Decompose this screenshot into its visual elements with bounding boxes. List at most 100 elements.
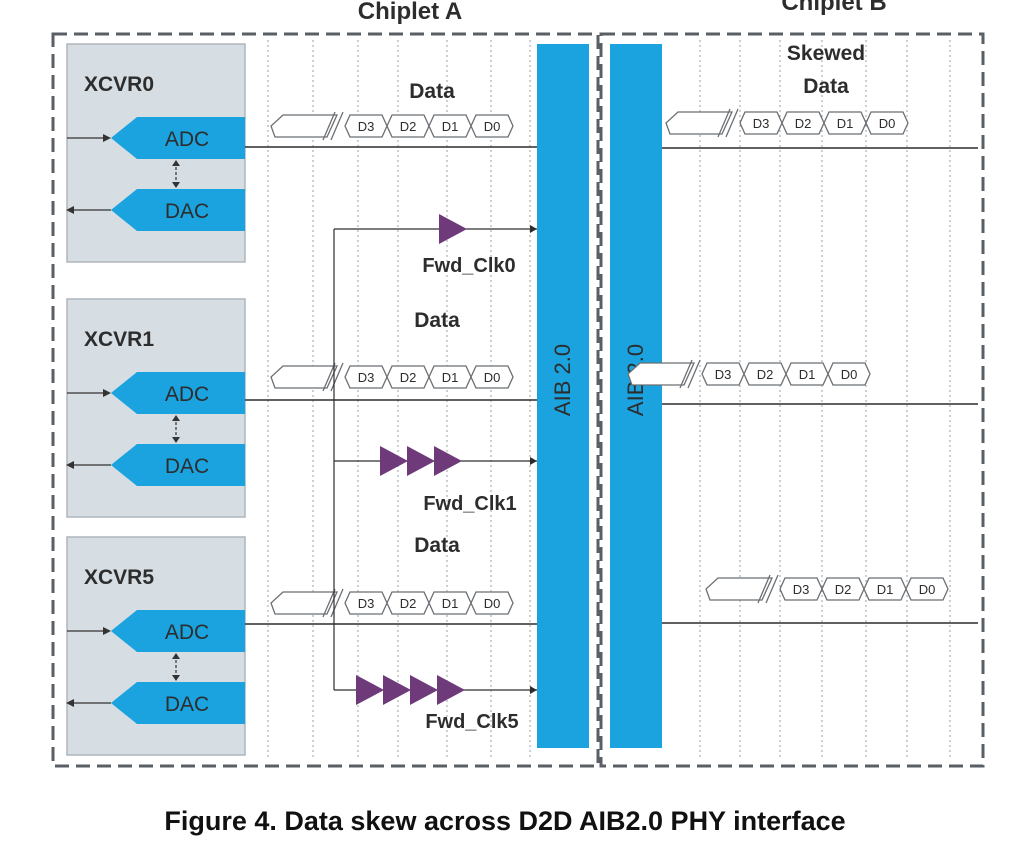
waveform-lead: [270, 365, 339, 389]
dac-label: DAC: [165, 693, 209, 716]
data-bit-label: D0: [919, 582, 936, 597]
data-bit-cell: [470, 591, 514, 615]
clock-buffer: [407, 446, 435, 476]
data-bit-label: D2: [400, 370, 417, 385]
waveform-lead: [665, 111, 734, 135]
data-bit-label: D0: [841, 367, 858, 382]
aib-label-chiplet-a: AIB 2.0: [550, 344, 575, 416]
xcvr-label: XCVR1: [84, 328, 154, 351]
data-bit-label: D3: [753, 116, 770, 131]
waveform-break: [757, 574, 771, 604]
link-arrow-down: [172, 182, 180, 188]
adc-label: ADC: [165, 621, 209, 644]
data-bit-label: D1: [837, 116, 854, 131]
clock-buffer: [439, 214, 467, 244]
data-bit-label: D3: [358, 119, 375, 134]
data-bit-label: D3: [715, 367, 732, 382]
data-bit-label: D2: [400, 119, 417, 134]
waveform-break: [330, 362, 344, 392]
chiplet-a-boundary: [51, 32, 600, 768]
adc-label: ADC: [165, 128, 209, 151]
data-bit-label: D1: [799, 367, 816, 382]
data-bit-label: D2: [400, 596, 417, 611]
clock-arrow: [530, 457, 537, 465]
adc-block: [111, 117, 245, 159]
dac-output-arrow: [66, 206, 74, 214]
data-waveform: D3 D2 D1 D0: [705, 574, 949, 604]
waveform-break: [330, 111, 344, 141]
figure-caption: Figure 4. Data skew across D2D AIB2.0 PH…: [164, 806, 846, 836]
chiplet-b-title: Chiplet B: [781, 0, 886, 16]
clock-arrow: [530, 686, 537, 694]
adc-label: ADC: [165, 383, 209, 406]
waveform-break: [330, 588, 344, 618]
data-waveform: D3 D2 D1 D0: [665, 108, 909, 138]
aib-block-chiplet-b: [610, 44, 662, 748]
forward-clock-0: Fwd_Clk0: [334, 214, 537, 277]
data-bit-label: D1: [877, 582, 894, 597]
data-bit-label: D2: [835, 582, 852, 597]
adc-block: [111, 610, 245, 652]
waveform-break: [717, 108, 731, 138]
data-bit-label: D0: [484, 370, 501, 385]
data-bit-cell: [905, 577, 949, 601]
waveform-break: [679, 359, 693, 389]
dac-block: [111, 444, 245, 486]
data-bit-cell: [470, 365, 514, 389]
link-arrow-up: [172, 653, 180, 659]
data-bit-label: D1: [442, 119, 459, 134]
data-bit-label: D0: [484, 119, 501, 134]
waveform-lead: [270, 114, 339, 138]
clock-buffer: [356, 675, 384, 705]
data-bit-label: D1: [442, 370, 459, 385]
skewed-data-label-line2: Data: [803, 75, 849, 98]
data-bit-cell: [827, 362, 871, 386]
waveform-lead: [705, 577, 774, 601]
clock-buffer: [410, 675, 438, 705]
aib-block-chiplet-a: [537, 44, 589, 748]
forward-clock-1: Fwd_Clk1: [334, 446, 537, 515]
data-bit-label: D2: [757, 367, 774, 382]
clock-label: Fwd_Clk5: [425, 711, 518, 733]
dac-output-arrow: [66, 461, 74, 469]
clock-buffer: [383, 675, 411, 705]
dac-label: DAC: [165, 455, 209, 478]
chiplet-b-boundary: [599, 32, 985, 768]
data-bit-label: D0: [484, 596, 501, 611]
data-waveform: D3 D2 D1 D0: [270, 111, 514, 141]
data-bit-label: D0: [879, 116, 896, 131]
dac-block: [111, 682, 245, 724]
data-waveform: D3 D2 D1 D0: [627, 359, 871, 389]
forward-clock-2: Fwd_Clk5: [334, 675, 537, 733]
waveform-lead: [627, 362, 696, 386]
link-arrow-up: [172, 160, 180, 166]
skewed-data-label-line1: Skewed: [787, 42, 865, 65]
data-label-1: Data: [414, 309, 460, 332]
adc-input-arrow: [103, 389, 111, 397]
clock-buffer: [437, 675, 465, 705]
data-bit-label: D3: [358, 596, 375, 611]
xcvr-label: XCVR0: [84, 73, 154, 96]
waveform-lead: [270, 591, 339, 615]
adc-input-arrow: [103, 627, 111, 635]
data-bit-label: D1: [442, 596, 459, 611]
dac-output-arrow: [66, 699, 74, 707]
data-label-5: Data: [414, 534, 460, 557]
data-bit-label: D3: [793, 582, 810, 597]
dac-label: DAC: [165, 200, 209, 223]
waveform-break: [725, 108, 739, 138]
xcvr-label: XCVR5: [84, 566, 154, 589]
data-bit-cell: [470, 114, 514, 138]
clock-label: Fwd_Clk1: [423, 493, 516, 515]
data-bit-label: D2: [795, 116, 812, 131]
data-waveform: D3 D2 D1 D0: [270, 588, 514, 618]
chiplet-a-title: Chiplet A: [358, 0, 462, 25]
clock-buffer: [380, 446, 408, 476]
